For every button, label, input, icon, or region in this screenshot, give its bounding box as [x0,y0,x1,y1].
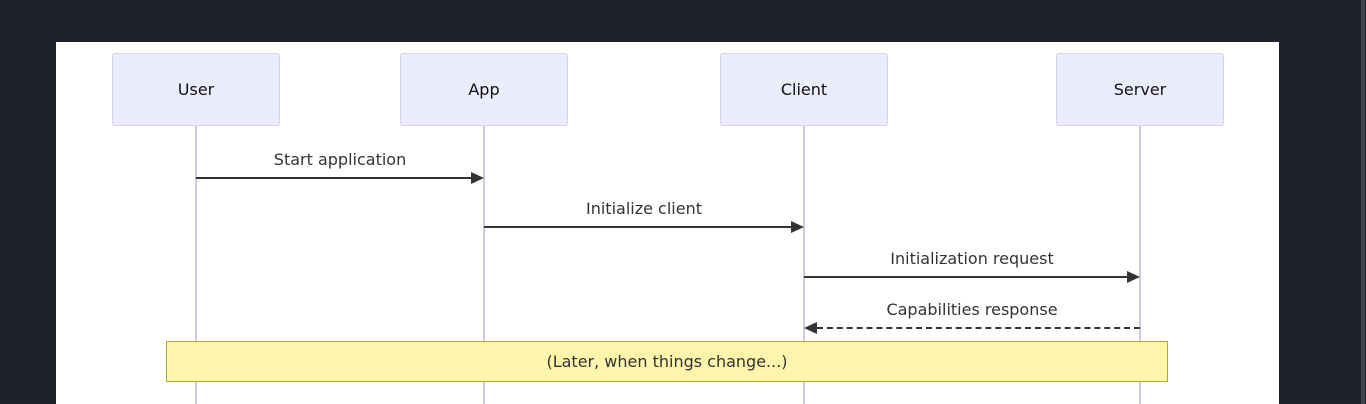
message-label-capabilities-response: Capabilities response [886,300,1058,319]
lifeline-client [803,126,805,404]
message-line-initialize-client [484,226,791,228]
arrowhead-right-icon [791,221,804,233]
message-label-start-application: Start application [273,150,407,169]
message-line-initialization-request [804,276,1127,278]
lifeline-user [195,126,197,404]
arrowhead-left-icon [804,322,817,334]
message-label-initialization-request: Initialization request [890,249,1054,268]
arrowhead-right-icon [1127,271,1140,283]
message-line-start-application [196,177,471,179]
actor-label-server: Server [1113,80,1167,99]
lifeline-server [1139,126,1141,404]
note-box: (Later, when things change...) [166,341,1168,382]
sequence-diagram-panel: User App Client Server Start application… [56,42,1279,404]
actor-box-client: Client [720,53,888,126]
actor-box-user: User [112,53,280,126]
message-line-capabilities-response [817,327,1140,329]
arrowhead-right-icon [471,172,484,184]
actor-box-server: Server [1056,53,1224,126]
note-label: (Later, when things change...) [546,352,788,371]
lifeline-app [483,126,485,404]
actor-label-app: App [468,80,500,99]
vertical-scrollbar[interactable] [1361,0,1365,404]
message-label-initialize-client: Initialize client [586,199,702,218]
actor-label-client: Client [780,80,828,99]
actor-label-user: User [177,80,215,99]
actor-box-app: App [400,53,568,126]
